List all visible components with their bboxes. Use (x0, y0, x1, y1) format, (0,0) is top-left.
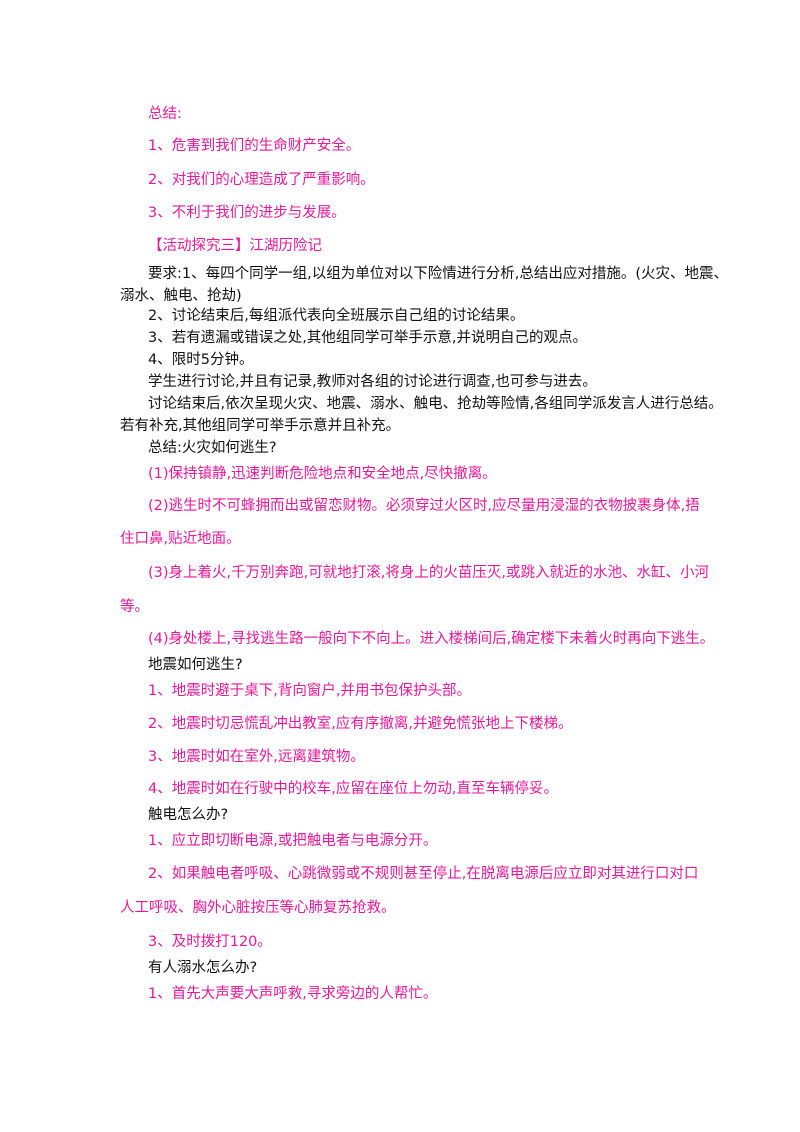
earthquake-item-4: 4、地震时如在行驶中的校车,应留在座位上勿动,直至车辆停妥。 (148, 781, 558, 797)
summary-item-1: 1、危害到我们的生命财产安全。 (148, 138, 361, 154)
fire-item-1: (1)保持镇静,迅速判断危险地点和安全地点,尽快撤离。 (148, 466, 497, 482)
earthquake-item-2: 2、地震时切忌慌乱冲出教室,应有序撤离,并避免慌张地上下楼梯。 (148, 716, 573, 732)
requirement-1: 要求:1、每四个同学一组,以组为单位对以下险情进行分析,总结出应对措施。(火灾、… (148, 266, 728, 282)
fire-item-3-cont: 等。 (120, 599, 149, 615)
fire-item-3: (3)身上着火,千万别奔跑,可就地打滚,将身上的火苗压灭,或跳入就近的水池、水缸… (148, 565, 709, 581)
drowning-item-1: 1、首先大声要大声呼救,寻求旁边的人帮忙。 (148, 986, 438, 1002)
requirement-4: 4、限时5分钟。 (148, 352, 254, 368)
presentation-paragraph: 讨论结束后,依次呈现火灾、地震、溺水、触电、抢劫等险情,各组同学派发言人进行总结… (148, 396, 723, 412)
fire-item-4: (4)身处楼上,寻找逃生路一般向下不向上。进入楼梯间后,确定楼下未着火时再向下逃… (148, 631, 715, 647)
summary-item-2: 2、对我们的心理造成了严重影响。 (148, 172, 375, 188)
fire-item-2-cont: 住口鼻,贴近地面。 (120, 531, 241, 547)
electric-item-3: 3、及时拨打120。 (148, 934, 272, 950)
earthquake-item-1: 1、地震时避于桌下,背向窗户,并用书包保护头部。 (148, 683, 471, 699)
drowning-heading: 有人溺水怎么办? (148, 960, 258, 976)
fire-item-2: (2)逃生时不可蜂拥而出或留恋财物。必须穿过火区时,应尽量用浸湿的衣物披裹身体,… (148, 498, 700, 514)
discussion-paragraph: 学生进行讨论,并且有记录,教师对各组的讨论进行调查,也可参与进去。 (148, 374, 597, 390)
requirement-2: 2、讨论结束后,每组派代表向全班展示自己组的讨论结果。 (148, 308, 525, 324)
summary-item-3: 3、不利于我们的进步与发展。 (148, 205, 346, 221)
earthquake-heading: 地震如何逃生? (148, 657, 243, 673)
fire-heading: 总结:火灾如何逃生? (148, 440, 277, 456)
earthquake-item-3: 3、地震时如在室外,远离建筑物。 (148, 749, 365, 765)
presentation-paragraph-cont: 若有补充,其他组同学可举手示意并且补充。 (120, 418, 401, 434)
activity-title: 【活动探究三】江湖历险记 (148, 238, 322, 254)
requirement-3: 3、若有遗漏或错误之处,其他组同学可举手示意,并说明自己的观点。 (148, 330, 587, 346)
electric-shock-heading: 触电怎么办? (148, 807, 229, 823)
electric-item-1: 1、应立即切断电源,或把触电者与电源分开。 (148, 833, 438, 849)
requirement-1-cont: 溺水、触电、抢劫) (120, 288, 242, 304)
electric-item-2: 2、如果触电者呼吸、心跳微弱或不规则甚至停止,在脱离电源后应立即对其进行口对口 (148, 866, 699, 882)
electric-item-2-cont: 人工呼吸、胸外心脏按压等心肺复苏抢救。 (120, 900, 396, 916)
summary-heading: 总结: (148, 106, 182, 122)
